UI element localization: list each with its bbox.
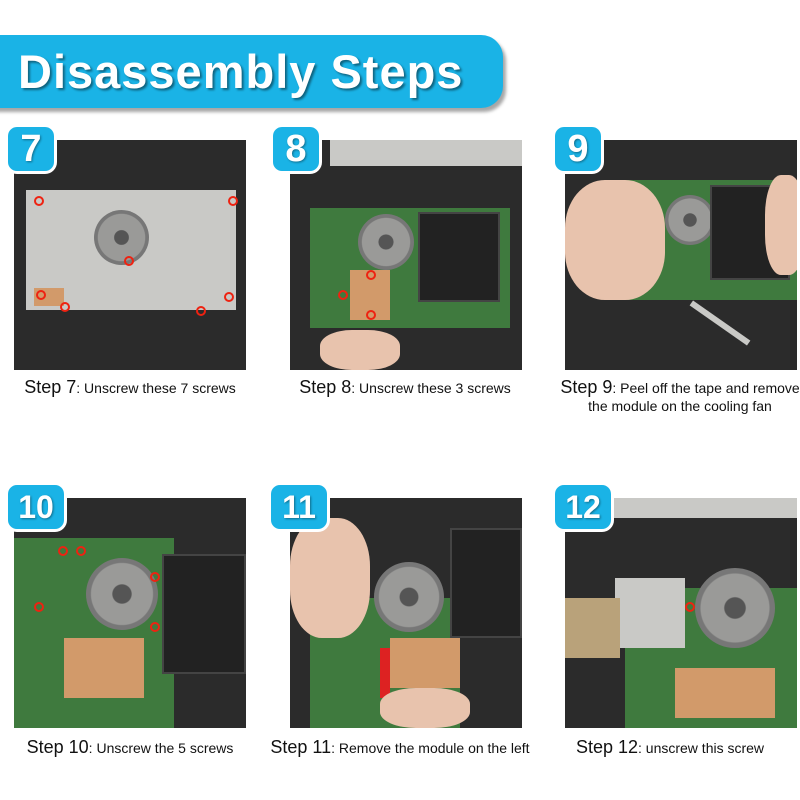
title-banner: Disassembly Steps: [0, 35, 503, 108]
photo-detail: [380, 688, 470, 728]
photo-detail: [86, 558, 158, 630]
screw-marker-icon: [338, 290, 348, 300]
photo-detail: [162, 554, 246, 674]
screw-marker-icon: [34, 196, 44, 206]
photo-detail: [390, 638, 460, 688]
screw-marker-icon: [36, 290, 46, 300]
page-title: Disassembly Steps: [18, 45, 464, 98]
step-11-caption: Step 11: Remove the module on the left: [270, 737, 530, 757]
photo-detail: [615, 578, 685, 648]
step-7-caption: Step 7: Unscrew these 7 screws: [24, 377, 236, 397]
photo-detail: [565, 180, 665, 300]
step-11-photo: [290, 498, 522, 728]
photo-detail: [450, 528, 522, 638]
photo-detail: [320, 330, 400, 370]
screw-marker-icon: [366, 270, 376, 280]
screw-marker-icon: [196, 306, 206, 316]
step-12-badge: 12: [552, 482, 614, 532]
photo-detail: [675, 668, 775, 718]
screw-marker-icon: [60, 302, 70, 312]
photo-detail: [374, 562, 444, 632]
photo-detail: [14, 538, 174, 728]
photo-detail: [64, 638, 144, 698]
photo-detail: [330, 140, 522, 166]
step-7-photo: [14, 140, 246, 370]
step-10-caption: Step 10: Unscrew the 5 screws: [26, 737, 234, 757]
step-12-caption: Step 12: unscrew this screw: [575, 737, 765, 757]
step-8-badge: 8: [270, 124, 322, 174]
photo-detail: [765, 175, 797, 275]
photo-detail: [380, 648, 390, 698]
screw-marker-icon: [58, 546, 68, 556]
screw-marker-icon: [150, 622, 160, 632]
screw-marker-icon: [76, 546, 86, 556]
step-8-photo: [290, 140, 522, 370]
screw-marker-icon: [228, 196, 238, 206]
screw-marker-icon: [124, 256, 134, 266]
screw-marker-icon: [685, 602, 695, 612]
step-7-badge: 7: [5, 124, 57, 174]
photo-detail: [605, 498, 797, 518]
photo-detail: [665, 195, 715, 245]
photo-detail: [94, 210, 149, 265]
step-9-photo: [565, 140, 797, 370]
screw-marker-icon: [34, 602, 44, 612]
step-8-caption: Step 8: Unscrew these 3 screws: [299, 377, 511, 397]
screw-marker-icon: [224, 292, 234, 302]
photo-detail: [565, 598, 620, 658]
photo-detail: [290, 518, 370, 638]
screw-marker-icon: [366, 310, 376, 320]
screw-marker-icon: [150, 572, 160, 582]
step-11-badge: 11: [268, 482, 330, 532]
step-9-caption: Step 9: Peel off the tape and remove the…: [560, 377, 800, 414]
step-9-badge: 9: [552, 124, 604, 174]
step-10-badge: 10: [5, 482, 67, 532]
photo-detail: [695, 568, 775, 648]
photo-detail: [358, 214, 414, 270]
photo-detail: [418, 212, 500, 302]
photo-detail: [689, 300, 751, 346]
step-12-photo: [565, 498, 797, 728]
step-10-photo: [14, 498, 246, 728]
